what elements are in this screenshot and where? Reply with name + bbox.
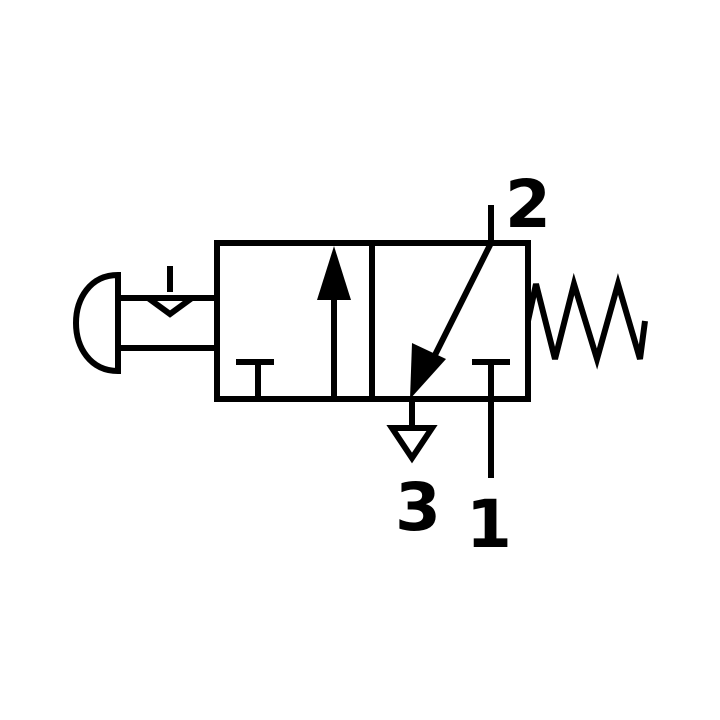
- port-label-3: 3: [395, 469, 441, 546]
- left-position: [236, 298, 337, 399]
- port-label-1: 1: [466, 486, 512, 563]
- detent-notch-icon: [146, 295, 194, 318]
- exhaust-triangle-icon: [386, 425, 438, 464]
- arrow-down-icon: [410, 343, 446, 399]
- port-label-2: 2: [505, 166, 551, 243]
- spring-icon: [525, 272, 648, 370]
- diagonal-flow-line: [427, 241, 494, 367]
- arrow-up-icon: [317, 246, 351, 300]
- palm-button-actuator: [73, 266, 217, 375]
- mushroom-head-icon: [73, 271, 121, 375]
- right-position: [427, 241, 510, 367]
